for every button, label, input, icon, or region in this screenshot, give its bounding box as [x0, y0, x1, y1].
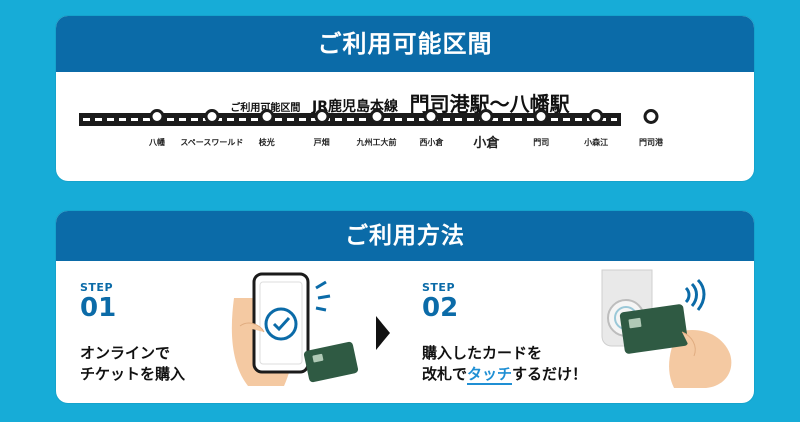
station-marker [643, 109, 659, 124]
ic-card-icon [619, 304, 689, 354]
step2-illustration [601, 269, 732, 388]
ic-card-icon [303, 341, 359, 383]
step2-line2-before: 改札で [422, 365, 468, 383]
wireless-signal-icon [315, 280, 331, 312]
smartphone-check-icon [252, 272, 310, 374]
arrow-right-icon [376, 316, 390, 350]
step1-line2: チケットを購入 [80, 365, 186, 383]
station-name: 西小倉 [419, 138, 444, 147]
station-marker [204, 109, 220, 124]
station-marker [149, 109, 165, 124]
available-area-title: ご利用可能区間 [56, 16, 754, 72]
step2-highlight: タッチ [467, 365, 513, 385]
station-name: スペースワールド [180, 138, 244, 147]
step1-number: 01 [80, 293, 117, 323]
usage-title: ご利用方法 [56, 211, 754, 261]
station-marker [478, 109, 494, 124]
station-name: 門司港 [639, 138, 663, 147]
station-marker [314, 109, 330, 124]
station-name: 小倉 [473, 136, 500, 151]
step1-line1: オンラインで [80, 344, 171, 362]
station-name: 八幡 [149, 138, 165, 147]
step2-number: 02 [422, 293, 459, 323]
station-name: 門司 [533, 138, 550, 147]
step1-text: オンラインで チケットを購入 [80, 343, 185, 385]
station-marker [259, 109, 275, 124]
step1-label: STEP [80, 281, 114, 294]
station-name: 枝光 [258, 138, 275, 147]
wireless-signal-icon [684, 278, 706, 311]
route-prefix: ご利用可能区間 [230, 103, 300, 114]
station-marker [369, 109, 385, 124]
rail-track [79, 109, 659, 126]
available-area-card: ご利用可能区間 [56, 16, 754, 181]
station-marker [588, 109, 604, 124]
station-marker [533, 109, 549, 124]
step1-illustration [231, 272, 359, 386]
step2-text: 購入したカードを 改札でタッチするだけ！ [422, 343, 587, 385]
step2-label: STEP [422, 281, 456, 294]
station-name: 戸畑 [313, 138, 330, 147]
station-marker [423, 109, 439, 124]
step2-line2-after: するだけ！ [512, 365, 588, 383]
station-name: 小森江 [584, 138, 609, 147]
station-name: 九州工大前 [356, 138, 397, 147]
step2-line2: 改札でタッチするだけ！ [422, 364, 587, 385]
step2-line1: 購入したカードを [422, 344, 543, 362]
rail-track-dash [83, 118, 617, 121]
